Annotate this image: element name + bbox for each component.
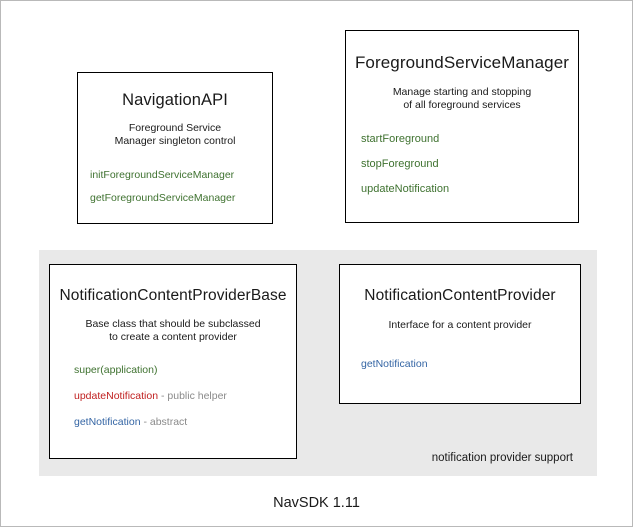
class-member-name: stopForeground [361,157,439,170]
class-title: NotificationContentProvider [364,287,556,304]
class-member-note: - abstract [140,415,188,428]
provider-support-group-label: notification provider support [431,452,573,464]
class-member-list: getNotification [340,358,580,378]
class-description: Manage starting and stopping of all fore… [346,86,578,113]
class-description: Base class that should be subclassed to … [50,318,296,345]
class-member-name: updateNotification [74,389,159,402]
class-description-line: Manager singleton control [114,135,236,148]
class-member-name: startForeground [361,132,440,145]
class-title: NotificationContentProviderBase [59,287,287,304]
class-member-name: super(application) [74,363,158,376]
class-description: Interface for a content provider [340,319,580,332]
class-member-list: initForegroundServiceManager getForegrou… [78,169,272,215]
class-member[interactable]: getNotification [361,358,580,370]
class-title: ForegroundServiceManager [354,53,570,72]
class-description-line: Interface for a content provider [388,319,532,331]
class-member-name: getNotification [361,358,428,371]
class-member-name: getNotification [74,415,141,428]
class-box-navigation-api[interactable]: NavigationAPI Foreground Service Manager… [77,72,273,224]
class-title: NavigationAPI [122,91,228,109]
class-member-name: getForegroundServiceManager [90,191,236,204]
class-description-line: Foreground Service [128,122,222,134]
class-member[interactable]: startForeground [361,133,578,145]
class-box-foreground-service-manager[interactable]: ForegroundServiceManager Manage starting… [345,30,579,223]
class-description-line: to create a content provider [109,331,237,344]
class-description: Foreground Service Manager singleton con… [78,122,272,149]
class-member[interactable]: updateNotification [361,183,578,195]
class-description-line: Base class that should be subclassed [85,318,261,330]
class-box-notification-content-provider[interactable]: NotificationContentProvider Interface fo… [339,264,581,404]
class-member[interactable]: super(application) [74,364,296,376]
footer-version-label: NavSDK 1.11 [273,495,360,511]
class-member[interactable]: updateNotification - public helper [74,390,296,402]
class-box-notification-content-provider-base[interactable]: NotificationContentProviderBase Base cla… [49,264,297,459]
class-description-line: Manage starting and stopping [392,86,532,98]
class-description-line: of all foreground services [403,99,521,112]
class-member-list: super(application) updateNotification - … [50,364,296,442]
class-member-name: initForegroundServiceManager [90,168,235,181]
class-member-name: updateNotification [361,182,450,195]
class-member-list: startForeground stopForeground updateNot… [346,133,578,208]
class-member[interactable]: getForegroundServiceManager [90,192,272,204]
class-member[interactable]: stopForeground [361,158,578,170]
class-member-note: - public helper [158,389,227,402]
class-member[interactable]: initForegroundServiceManager [90,169,272,181]
class-member[interactable]: getNotification - abstract [74,416,296,428]
